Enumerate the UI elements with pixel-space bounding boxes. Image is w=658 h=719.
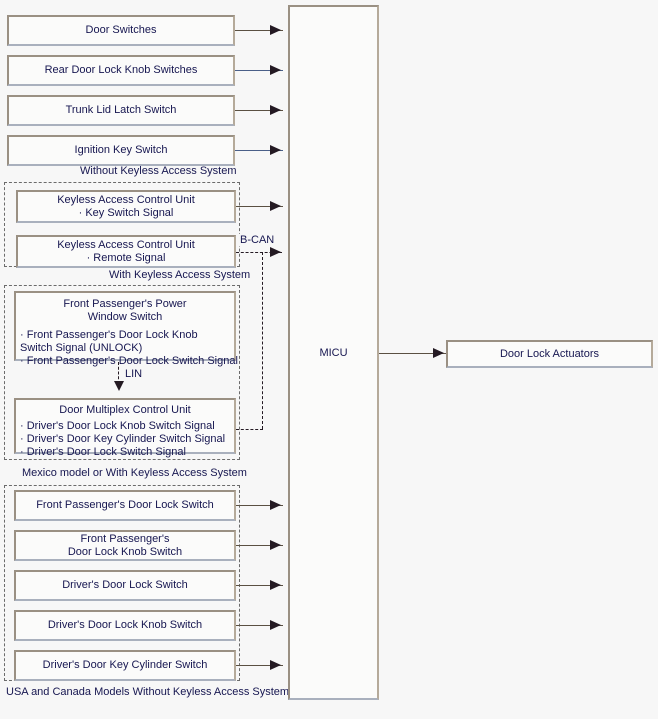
arrowhead-fp-door-lock-knob-switch xyxy=(270,540,281,550)
caption-with-keyless-access-system: With Keyless Access System xyxy=(109,269,251,281)
arrowhead-trunk-lid-latch xyxy=(270,105,281,115)
block-label-line1: Front Passenger's Door Lock Switch xyxy=(36,499,214,511)
block-label-line2: · Key Switch Signal xyxy=(78,206,174,219)
block-front-passengers-power-window-switch[interactable]: Front Passenger's Power Window Switch · … xyxy=(14,291,238,367)
connector-micu-to-actuators xyxy=(379,353,446,354)
block-door-switches[interactable]: Door Switches xyxy=(7,15,235,46)
bcan-vertical-trunk xyxy=(262,252,263,429)
lin-connector xyxy=(118,362,119,384)
block-door-multiplex-control-unit[interactable]: Door Multiplex Control Unit · Driver's D… xyxy=(14,398,236,458)
arrowhead-keyless-key-switch xyxy=(270,201,281,211)
connector-ignition-key-switch xyxy=(235,150,283,151)
arrowhead-bcan xyxy=(270,247,281,257)
caption-mexico-or-with-keyless: Mexico model or With Keyless Access Syst… xyxy=(22,467,247,479)
block-ignition-key-switch[interactable]: Ignition Key Switch xyxy=(7,135,235,166)
block-title-line2: Window Switch xyxy=(87,311,163,323)
arrowhead-door-lock-actuators xyxy=(433,348,444,358)
connector-drivers-door-key-cylinder-switch xyxy=(236,665,283,666)
signal-item: · Driver's Door Lock Switch Signal xyxy=(20,446,186,458)
block-drivers-door-lock-switch[interactable]: Driver's Door Lock Switch xyxy=(14,570,236,601)
arrowhead-door-switches xyxy=(270,25,281,35)
connector-fp-door-lock-knob-switch xyxy=(236,545,283,546)
group-mexico-or-with-keyless xyxy=(4,285,240,460)
arrowhead-drivers-door-lock-switch xyxy=(270,580,281,590)
block-door-lock-actuators[interactable]: Door Lock Actuators xyxy=(446,340,653,368)
block-keyless-access-control-unit-key-switch[interactable]: Keyless Access Control Unit · Key Switch… xyxy=(16,190,236,223)
arrowhead-rear-door-lock-knob xyxy=(270,65,281,75)
block-label: Ignition Key Switch xyxy=(74,144,168,156)
signal-item: Switch Signal (UNLOCK) xyxy=(20,342,143,354)
block-label-line1: Front Passenger's xyxy=(80,532,170,545)
block-label-line1: Driver's Door Lock Knob Switch xyxy=(47,619,203,631)
signal-item: · Front Passenger's Door Lock Switch Sig… xyxy=(20,355,238,367)
connector-drivers-door-lock-switch xyxy=(236,585,283,586)
block-trunk-lid-latch-switch[interactable]: Trunk Lid Latch Switch xyxy=(7,95,235,126)
bcan-segment-to-multiplex xyxy=(236,429,263,430)
block-label-line1: Keyless Access Control Unit xyxy=(57,238,195,251)
label-lin: LIN xyxy=(124,368,144,380)
arrowhead-fp-door-lock-switch xyxy=(270,500,281,510)
signal-item: · Driver's Door Lock Knob Switch Signal xyxy=(20,420,215,432)
block-title-line1: Front Passenger's Power xyxy=(63,298,187,310)
micu-label: MICU xyxy=(319,346,348,359)
block-front-passengers-door-lock-switch[interactable]: Front Passenger's Door Lock Switch xyxy=(14,490,236,521)
block-label: Rear Door Lock Knob Switches xyxy=(44,64,198,76)
label-bcan: B-CAN xyxy=(239,234,276,246)
caption-usa-canada-without-keyless: USA and Canada Models Without Keyless Ac… xyxy=(6,686,290,698)
arrowhead-lin xyxy=(114,381,124,391)
block-micu[interactable]: MICU xyxy=(288,5,379,700)
block-drivers-door-key-cylinder-switch[interactable]: Driver's Door Key Cylinder Switch xyxy=(14,650,236,681)
block-title: Door Multiplex Control Unit xyxy=(59,404,191,416)
signal-item: · Front Passenger's Door Lock Knob xyxy=(20,329,198,341)
block-label: Door Lock Actuators xyxy=(499,347,600,360)
block-front-passengers-door-lock-knob-switch[interactable]: Front Passenger's Door Lock Knob Switch xyxy=(14,530,236,561)
block-label-line2: Door Lock Knob Switch xyxy=(67,545,183,558)
block-keyless-access-control-unit-remote[interactable]: Keyless Access Control Unit · Remote Sig… xyxy=(16,235,236,268)
bcan-segment-from-remote xyxy=(236,252,282,253)
block-label-line1: Keyless Access Control Unit xyxy=(57,193,195,206)
connector-drivers-door-lock-knob-switch xyxy=(236,625,283,626)
block-drivers-door-lock-knob-switch[interactable]: Driver's Door Lock Knob Switch xyxy=(14,610,236,641)
arrowhead-drivers-door-key-cylinder-switch xyxy=(270,660,281,670)
block-label: Door Switches xyxy=(85,24,157,36)
block-label-line1: Driver's Door Lock Switch xyxy=(62,579,188,591)
block-rear-door-lock-knob-switches[interactable]: Rear Door Lock Knob Switches xyxy=(7,55,235,86)
block-label: Trunk Lid Latch Switch xyxy=(65,104,177,116)
arrowhead-drivers-door-lock-knob-switch xyxy=(270,620,281,630)
caption-without-keyless-access-system: Without Keyless Access System xyxy=(80,165,237,177)
connector-rear-door-lock-knob xyxy=(235,70,283,71)
block-label-line2: · Remote Signal xyxy=(86,251,166,264)
connector-keyless-key-switch xyxy=(236,206,283,207)
signal-item: · Driver's Door Key Cylinder Switch Sign… xyxy=(20,433,226,445)
connector-fp-door-lock-switch xyxy=(236,505,283,506)
block-label-line1: Driver's Door Key Cylinder Switch xyxy=(42,659,208,671)
connector-trunk-lid-latch xyxy=(235,110,283,111)
connector-door-switches xyxy=(235,30,283,31)
arrowhead-ignition-key-switch xyxy=(270,145,281,155)
